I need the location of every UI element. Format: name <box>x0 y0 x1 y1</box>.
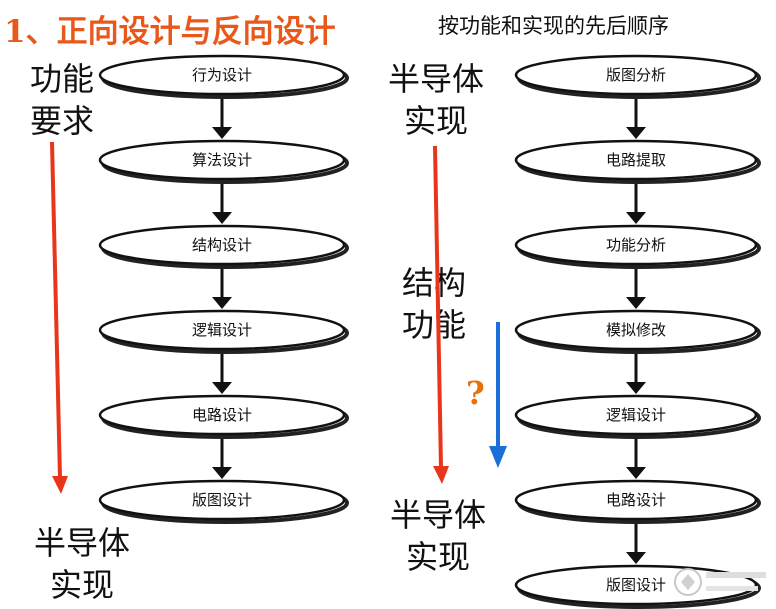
flow-node-label: 电路提取 <box>606 151 666 169</box>
flow-arrowhead <box>212 467 232 479</box>
blue-arrow <box>489 322 507 468</box>
flow-node-label: 算法设计 <box>192 151 252 169</box>
flow-node-label: 电路设计 <box>606 491 666 509</box>
label-line: 实现 <box>404 102 469 140</box>
label-line: 实现 <box>50 566 115 604</box>
flow-node <box>514 139 758 181</box>
label-line: 半导体 <box>390 496 487 534</box>
flow-arrowhead <box>626 127 646 139</box>
flow-arrowhead <box>212 382 232 394</box>
flow-node-label: 版图分析 <box>606 66 666 84</box>
red-arrow-middle <box>433 145 449 484</box>
flow-arrowhead <box>212 297 232 309</box>
flow-node <box>98 479 346 521</box>
flow-node <box>98 54 346 96</box>
label-line: 实现 <box>406 538 471 576</box>
flow-arrowhead <box>626 212 646 224</box>
watermark-logo <box>674 568 766 596</box>
label-functional-requirements: 功能 要求 <box>30 58 94 142</box>
label-line: 半导体 <box>388 60 485 98</box>
flow-arrowhead <box>626 552 646 564</box>
slide-subtitle: 按功能和实现的先后顺序 <box>438 14 669 38</box>
flow-node <box>514 394 758 436</box>
flow-node-label: 行为设计 <box>192 66 252 84</box>
slide-title: 1、正向设计与反向设计 <box>4 14 336 50</box>
flow-node-label: 模拟修改 <box>606 321 666 339</box>
flow-node <box>514 479 758 521</box>
flow-arrowhead <box>626 297 646 309</box>
label-line: 半导体 <box>34 524 131 562</box>
flow-node-label: 逻辑设计 <box>606 406 666 424</box>
question-mark: ? <box>466 374 485 412</box>
flow-node-label: 逻辑设计 <box>192 321 252 339</box>
flow-node <box>98 394 346 436</box>
label-structure-function: 结构 功能 <box>402 262 466 346</box>
flow-node-label: 结构设计 <box>192 236 252 254</box>
flow-node-label: 版图设计 <box>192 491 252 509</box>
label-semiconductor-realization-top: 半导体 实现 <box>388 58 484 142</box>
label-line: 功能 <box>402 306 467 344</box>
red-arrow-left <box>50 141 68 494</box>
flow-node-label: 电路设计 <box>192 406 252 424</box>
flow-node <box>98 309 346 351</box>
label-line: 结构 <box>402 264 467 302</box>
flow-arrowhead <box>626 382 646 394</box>
flow-node <box>514 309 758 351</box>
flow-arrowhead <box>212 212 232 224</box>
flow-arrowhead <box>212 127 232 139</box>
flow-node-label: 版图设计 <box>606 576 666 594</box>
flow-node <box>514 54 758 96</box>
label-line: 要求 <box>30 102 95 140</box>
label-semiconductor-realization-left: 半导体 实现 <box>34 522 130 606</box>
flow-node <box>514 564 758 606</box>
label-semiconductor-realization-bottom: 半导体 实现 <box>390 494 486 578</box>
flow-node <box>98 139 346 181</box>
flow-arrowhead <box>626 467 646 479</box>
flow-node-label: 功能分析 <box>606 236 666 254</box>
label-line: 功能 <box>30 60 95 98</box>
flow-node <box>98 224 346 266</box>
flow-node <box>514 224 758 266</box>
